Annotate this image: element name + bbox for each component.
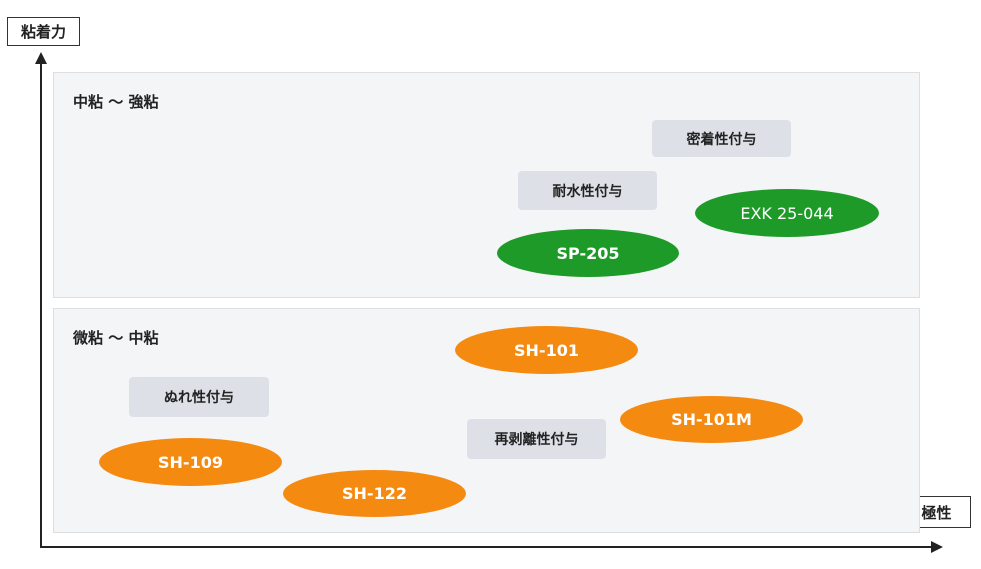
tag-adhesion: 密着性付与 [652,120,791,157]
y-axis-arrow-icon [35,52,47,64]
product-sh-101: SH-101 [455,326,638,374]
region-medium-to-strong-adhesion: 中粘 〜 強粘 [53,72,920,298]
product-sh-122: SH-122 [283,470,466,517]
product-sh-101m: SH-101M [620,396,803,443]
product-sh-109: SH-109 [99,438,282,486]
y-axis-label: 粘着力 [7,17,80,46]
product-exk-25-044: EXK 25-044 [695,189,879,237]
tag-wetting: ぬれ性付与 [129,377,269,417]
x-axis-line [40,546,933,548]
tag-water-resistance: 耐水性付与 [518,171,657,210]
x-axis-arrow-icon [931,541,943,553]
tag-removability: 再剥離性付与 [467,419,606,459]
product-sp-205: SP-205 [497,229,679,277]
region-label: 微粘 〜 中粘 [73,329,159,347]
y-axis-line [40,62,42,548]
region-label: 中粘 〜 強粘 [73,93,159,111]
